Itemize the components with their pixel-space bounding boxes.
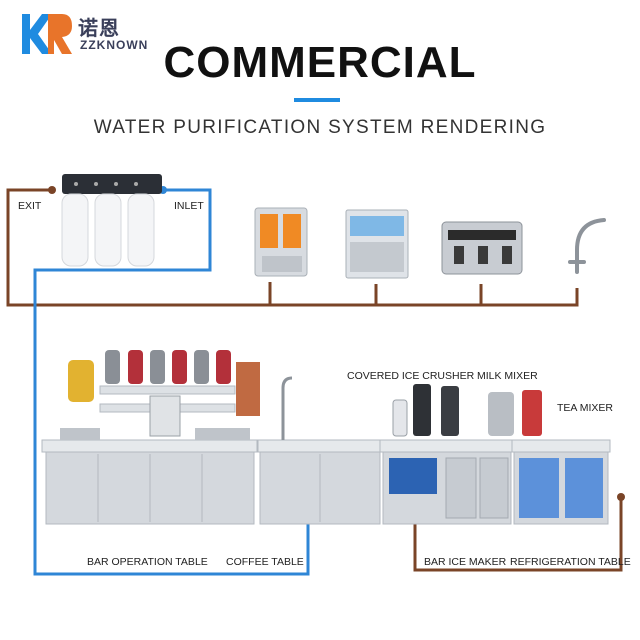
brand-name-chinese: 诺恩: [78, 16, 120, 40]
label-bar-ice-maker: BAR ICE MAKER: [424, 556, 507, 568]
label-refrigeration-table: REFRIGERATION TABLE: [510, 556, 631, 568]
label-exit: EXIT: [18, 200, 42, 212]
espresso-machine: [441, 221, 523, 275]
brand-logo: 诺恩 ZZKNOWN: [18, 10, 168, 58]
bar-operation-table: [41, 350, 260, 525]
page-title: COMMERCIAL: [163, 38, 477, 87]
supply-line: [6, 188, 623, 572]
water-boiler: [254, 207, 308, 277]
refrigeration-table: [511, 439, 611, 525]
brand-name-english: ZZKNOWN: [80, 38, 149, 52]
ice-machine: [345, 209, 409, 279]
label-covered-ice-crusher: COVERED ICE CRUSHER: [347, 370, 475, 382]
inlet-line: [33, 188, 310, 576]
label-bar-operation-table: BAR OPERATION TABLE: [87, 556, 208, 568]
exit-connector: [48, 186, 56, 194]
kr-logo-mark-icon: [22, 14, 72, 54]
faucet: [568, 218, 606, 274]
water-filter-unit: [61, 174, 162, 267]
counter-appliances: [392, 384, 542, 437]
label-tea-mixer: TEA MIXER: [557, 402, 614, 414]
label-inlet: INLET: [174, 200, 204, 212]
label-coffee-table: COFFEE TABLE: [226, 556, 304, 568]
coffee-table: [257, 376, 383, 525]
bar-ice-maker: [379, 439, 513, 525]
page-subtitle: WATER PURIFICATION SYSTEM RENDERING: [93, 117, 547, 138]
label-milk-mixer: MILK MIXER: [477, 370, 538, 382]
refrigeration-connector: [617, 493, 625, 501]
title-underline: [294, 98, 340, 102]
